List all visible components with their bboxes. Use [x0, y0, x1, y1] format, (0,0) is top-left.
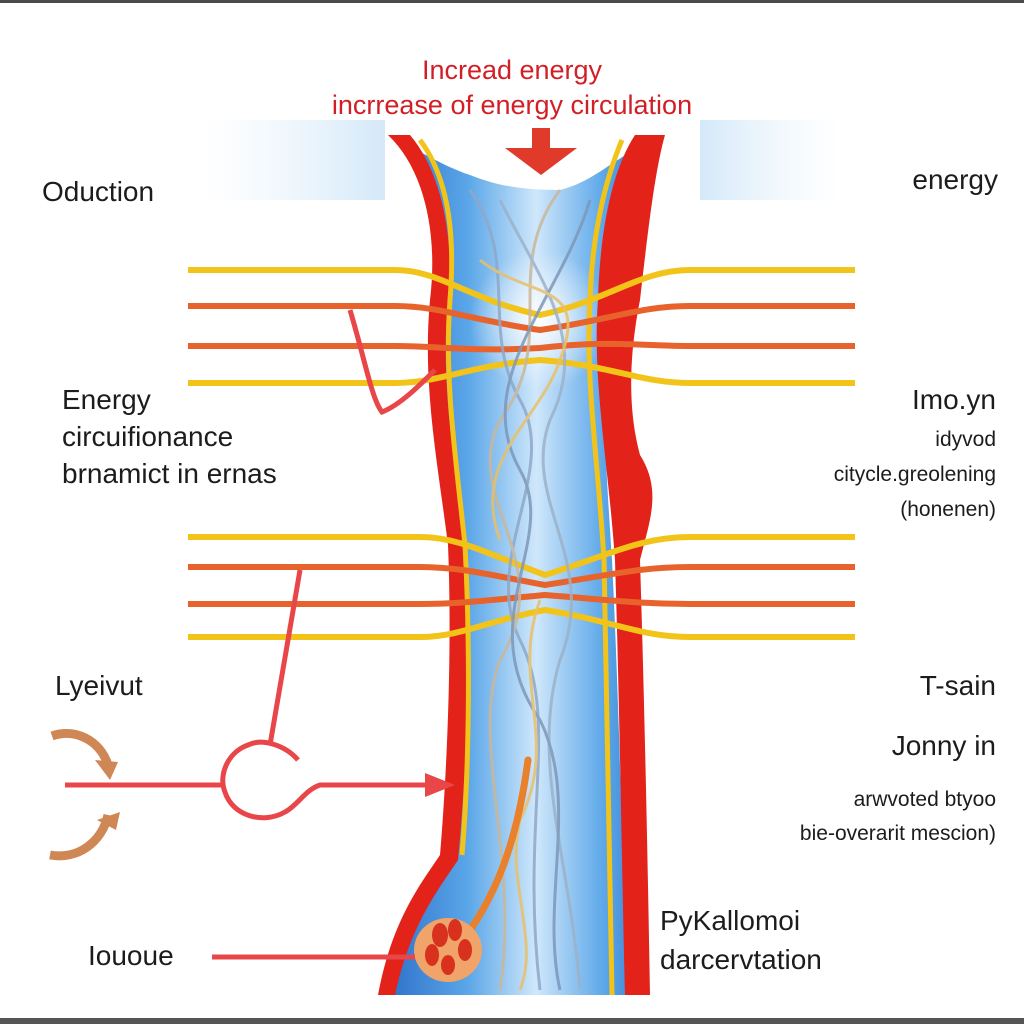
vessel-inner-border-right [586, 139, 625, 996]
label-bio-overarit: bie-overarit mescion) [799, 822, 996, 845]
label-oduction: Oduction [42, 176, 155, 207]
label-tsain: T-sain [919, 670, 996, 701]
label-arwvoted: arwvoted btyoo [853, 788, 996, 811]
label-iououe: Iououe [88, 940, 174, 971]
background-glow-left [200, 120, 385, 200]
red-connector-top [347, 309, 437, 415]
label-citycle: citycle.greolening [833, 463, 996, 486]
label-honenen: (honenen) [900, 498, 996, 521]
title-line-1: Incread energy [421, 55, 603, 85]
label-circuifionance: circuifionance [62, 421, 234, 452]
vessel-inner-border-left [417, 138, 471, 856]
label-energy: Energy [62, 384, 151, 415]
label-brnamict: brnamict in ernas [62, 458, 277, 489]
label-pykallomoi: PyKallomoi [660, 905, 801, 936]
red-connector-middle [267, 569, 303, 746]
cell-cluster [414, 918, 482, 982]
label-darcervtation: darcervtation [660, 944, 822, 975]
label-imoyn: Imo.yn [911, 384, 996, 415]
label-lyeivut: Lyeivut [55, 670, 143, 701]
background-glow-right [700, 120, 840, 200]
title-line-2: incrrease of energy circulation [331, 90, 693, 120]
label-energy-right: energy [912, 164, 998, 195]
red-down-arrow-icon [505, 128, 577, 175]
orange-fiber [466, 756, 532, 934]
vessel-wall-right [596, 135, 665, 995]
fiber-bundle-bottom [188, 534, 855, 640]
brown-cycle-arrows-icon [49, 729, 120, 861]
label-idyvod: idyvod [935, 428, 996, 451]
label-jonnyin: Jonny in [891, 730, 996, 761]
red-loop-arrow-icon [65, 739, 455, 821]
